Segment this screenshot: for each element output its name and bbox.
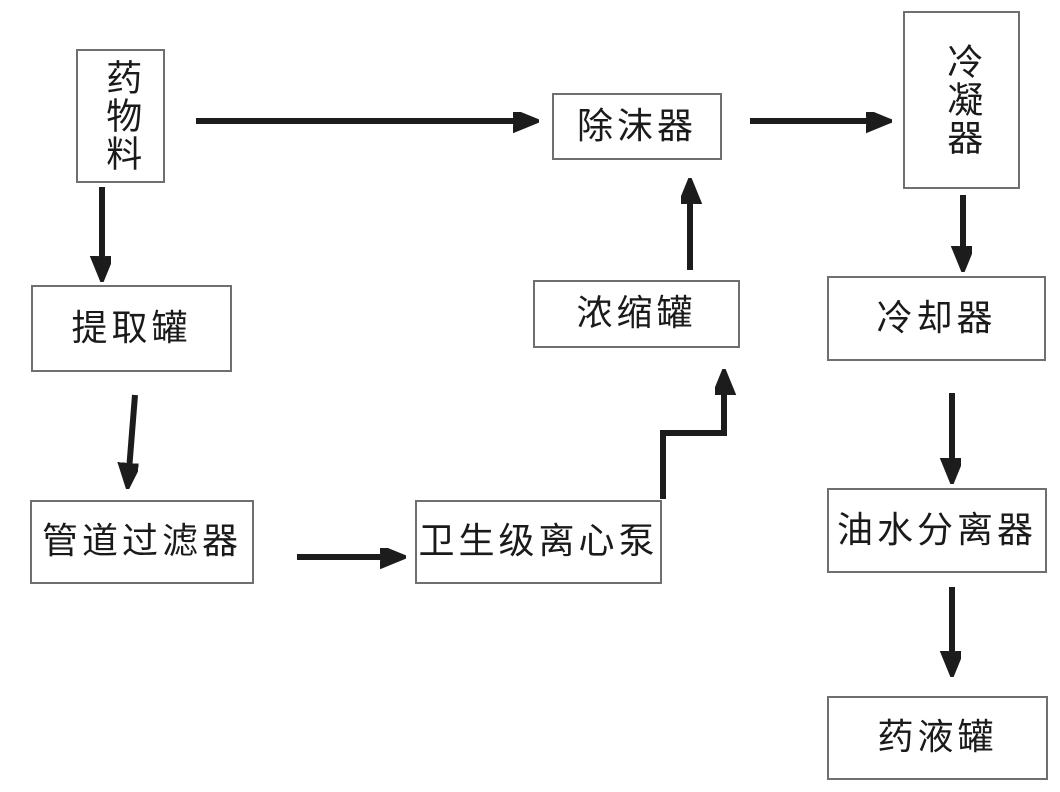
node-drug-material: 药物料 bbox=[76, 49, 165, 183]
node-concentration-tank: 浓缩罐 bbox=[533, 280, 740, 348]
node-liquid-medicine-tank: 药液罐 bbox=[827, 696, 1048, 780]
node-sanitary-centrifugal-pump: 卫生级离心泵 bbox=[415, 500, 662, 584]
arrow-pump-to-concentration-tank bbox=[660, 375, 724, 499]
node-condenser: 冷凝器 bbox=[903, 11, 1020, 189]
node-pipeline-filter: 管道过滤器 bbox=[30, 500, 254, 584]
node-oil-water-separator: 油水分离器 bbox=[827, 488, 1047, 573]
node-cooler: 冷却器 bbox=[827, 276, 1046, 361]
node-demister: 除沫器 bbox=[552, 93, 722, 160]
arrow-extraction-tank-to-pipeline-filter bbox=[128, 394, 135, 483]
node-extraction-tank: 提取罐 bbox=[31, 285, 232, 372]
